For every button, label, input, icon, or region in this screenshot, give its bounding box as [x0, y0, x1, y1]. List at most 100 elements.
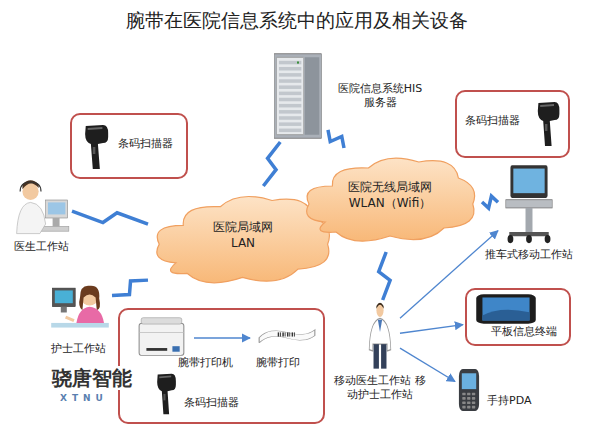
illustration-part [289, 332, 291, 336]
node-label: 护士工作站 [42, 342, 114, 356]
illustration-part [279, 67, 301, 71]
illustration-part [305, 57, 320, 134]
illustration-part [462, 401, 465, 404]
illustration-part [66, 317, 74, 320]
server-illustration [270, 52, 326, 140]
illustration-part [513, 169, 544, 194]
pda-icon: 手持PDA [457, 368, 481, 412]
illustration-part [378, 320, 382, 332]
doctor-illustration [362, 302, 398, 370]
illustration-part [93, 147, 96, 154]
illustration-part [279, 104, 301, 108]
illustration-part [51, 323, 109, 328]
illustration-part [55, 290, 73, 303]
doctorpc-illustration [12, 176, 70, 236]
illustration-part [462, 393, 465, 396]
workstation-icon: 医生工作站 [12, 176, 70, 236]
illustration-part [52, 288, 75, 307]
diagram-title: 腕带在医院信息系统中的应用及相关设备 [0, 8, 594, 34]
illustration-part [545, 124, 547, 131]
illustration-part [88, 128, 103, 129]
scanner-box: 条码扫描器 [455, 90, 570, 158]
wireless-link [112, 280, 148, 295]
illustration-part [467, 406, 470, 409]
illustration-part [139, 323, 184, 355]
illustration-part [278, 332, 279, 336]
illustration-part [538, 102, 560, 146]
illustration-part [462, 373, 476, 389]
tablet-illustration [475, 293, 537, 325]
illustration-part [508, 235, 514, 243]
server-icon: 医院信息系统HIS 服务器 [270, 52, 326, 140]
band-illustration [258, 322, 316, 348]
illustration-part [279, 129, 301, 133]
scanner-illustration [80, 121, 112, 171]
illustration-part [374, 344, 379, 368]
illustration-part [545, 235, 551, 243]
printer-illustration [136, 314, 188, 360]
mobile-user: 移动医生工作站 移动护士工作站 [362, 302, 398, 370]
illustration-part [141, 318, 182, 324]
illustration-part [540, 105, 554, 106]
illustration-part [297, 61, 299, 64]
illustration-part [279, 116, 301, 120]
illustration-part [462, 397, 465, 400]
illustration-part [46, 200, 68, 218]
illustration-part [159, 376, 171, 379]
illustration-part [472, 406, 475, 409]
illustration-part [369, 318, 391, 351]
node-label: 手持PDA [487, 394, 547, 408]
wlan-cloud: 医院无线局域网 WLAN（Wifi） [300, 150, 480, 250]
illustration-part [139, 332, 184, 333]
illustration-part [510, 165, 547, 198]
node-label: 条码扫描器 [184, 396, 254, 410]
illustration-part [482, 297, 529, 320]
illustration-part [85, 125, 108, 169]
illustration-part [472, 393, 475, 396]
illustration-part [282, 332, 283, 336]
device-box: 腕带打印机腕带打印条码扫描器 [118, 308, 325, 424]
node-label: 条码扫描器 [465, 114, 531, 128]
illustration-part [467, 401, 470, 404]
illustration-part [526, 208, 533, 233]
illustration-part [506, 200, 552, 208]
illustration-part [526, 235, 532, 243]
node-label: 移动医生工作站 移动护士工作站 [334, 374, 426, 403]
node-label: 腕带打印机 [178, 356, 246, 370]
wireless-link [379, 252, 390, 300]
illustration-part [307, 158, 475, 241]
nursepc-illustration [50, 280, 110, 338]
illustration-part [277, 57, 304, 134]
node-label: 腕带打印 [256, 356, 318, 370]
illustration-part [482, 310, 529, 321]
illustration-part [279, 79, 301, 83]
illustration-part [172, 346, 179, 352]
scanner-illustration [533, 98, 563, 148]
illustration-part [279, 73, 301, 77]
wireless-link [328, 130, 344, 148]
illustration-part [279, 110, 301, 114]
illustration-part [76, 307, 104, 323]
scanner-illustration [153, 370, 179, 416]
illustration-part [48, 202, 65, 214]
cart-illustration [500, 162, 558, 244]
node-label: 医院局域网 LAN [204, 220, 282, 251]
tablet-box: 平板信息终端 [465, 288, 571, 346]
illustration-part [472, 397, 475, 400]
lan-cloud: 医院局域网 LAN [150, 188, 335, 292]
illustration-part [467, 397, 470, 400]
workstation-icon: 护士工作站 [50, 280, 110, 338]
illustration-part [284, 332, 286, 336]
wireless-link [263, 142, 280, 186]
scanner-box: 条码扫描器 [70, 113, 188, 179]
cart-workstation: 推车式移动工作站 [500, 162, 558, 244]
illustration-part [157, 374, 176, 414]
illustration-part [194, 337, 250, 338]
illustration-part [146, 348, 167, 351]
wireless-link [482, 196, 498, 208]
illustration-part [376, 303, 383, 317]
node-label: 医生工作站 [6, 240, 76, 254]
illustration-part [61, 307, 67, 313]
illustration-part [259, 330, 315, 343]
